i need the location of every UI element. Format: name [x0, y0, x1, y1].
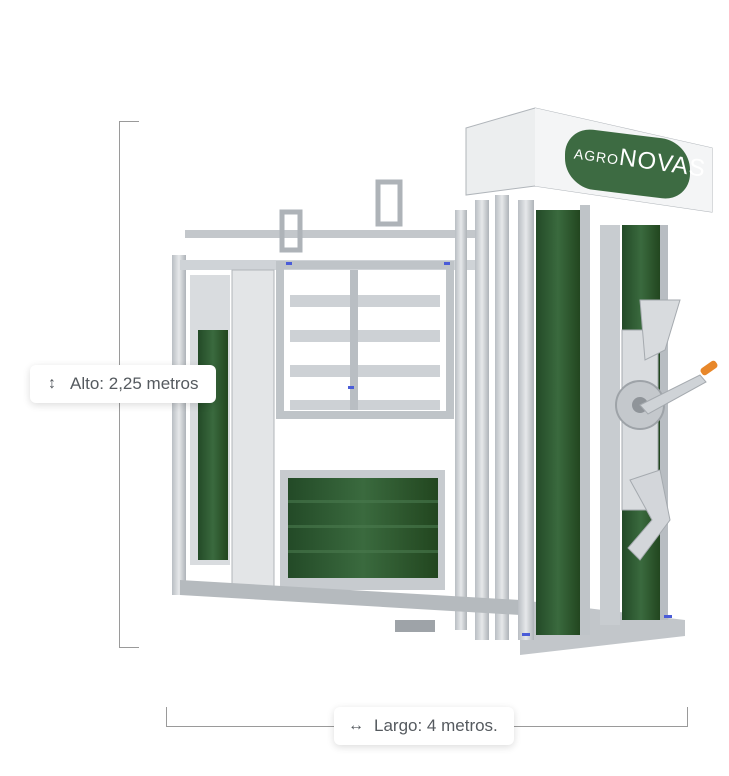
length-label: Largo: 4 metros. [374, 716, 498, 735]
height-label: Alto: 2,25 metros [70, 374, 199, 393]
horizontal-arrows-icon: ↔ [348, 717, 364, 734]
length-badge: ↔ Largo: 4 metros. [334, 707, 514, 745]
vertical-arrows-icon: ↕ [48, 375, 56, 392]
height-badge: ↕ Alto: 2,25 metros [30, 365, 216, 403]
livestock-crush-image: AGRONOVAS [172, 107, 718, 655]
